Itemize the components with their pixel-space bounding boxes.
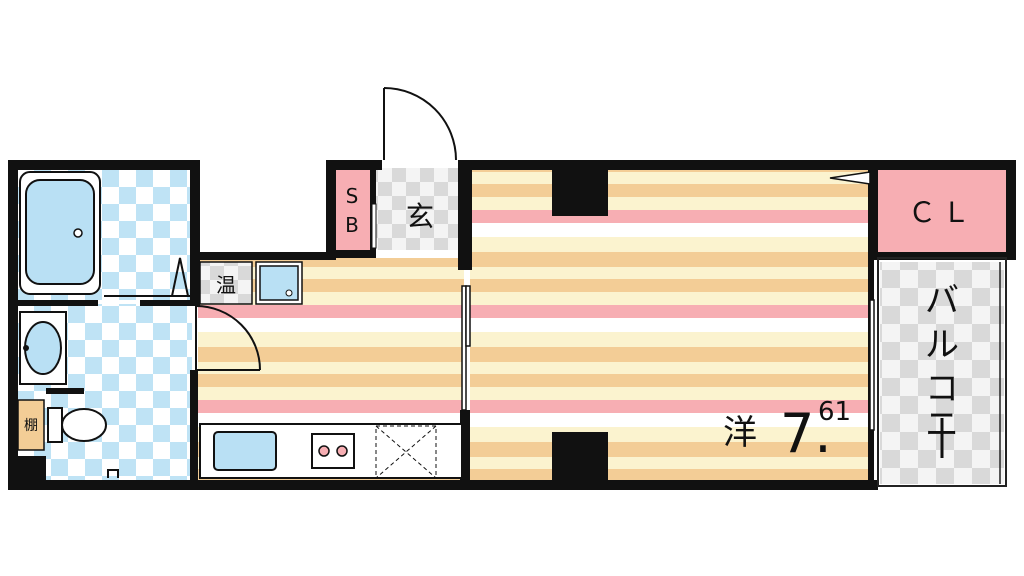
- sliding-door-icon: [461, 285, 875, 431]
- toilet-icon: [47, 407, 107, 443]
- sink-icon: [213, 431, 277, 471]
- balcony-char-3: コ: [925, 369, 959, 409]
- shoebox-label-b: B: [345, 213, 359, 237]
- balcony-char-1: バ: [925, 281, 959, 321]
- washer-box-icon: [255, 261, 303, 305]
- western-room-label: 洋: [723, 413, 757, 453]
- room-size-fraction: 61: [818, 397, 851, 427]
- washbasin-icon: [19, 311, 67, 385]
- fridge-space-icon: [375, 425, 437, 479]
- stove-icon: [311, 433, 355, 469]
- washer-pan-icon: [107, 469, 119, 478]
- entrance-label: 玄: [406, 200, 434, 233]
- shelf-box: 棚: [17, 399, 45, 451]
- closet-door-icon: [829, 171, 871, 185]
- entrance-door-icon: [383, 87, 457, 161]
- western-room-floor: [470, 170, 872, 480]
- door-swing-icon: [195, 305, 261, 371]
- bath-door-icon: [104, 257, 190, 297]
- room-size-whole: 7.: [780, 402, 832, 465]
- shoebox-label-s: S: [346, 184, 359, 208]
- closet-label: ＣＬ: [908, 196, 976, 229]
- balcony-rail: [877, 257, 1007, 487]
- kitchen-counter: [199, 423, 463, 479]
- balcony-char-2: ル: [925, 325, 959, 365]
- bathtub-icon: [19, 171, 101, 295]
- water-heater-label: 温: [216, 273, 236, 297]
- water-heater: 温: [199, 261, 253, 305]
- closet-floor: [878, 170, 1006, 254]
- balcony-label: バ ル コ ニ: [925, 281, 959, 458]
- shelf-label: 棚: [24, 418, 38, 434]
- entrance-floor: [376, 168, 464, 250]
- shoebox-floor: [334, 168, 370, 250]
